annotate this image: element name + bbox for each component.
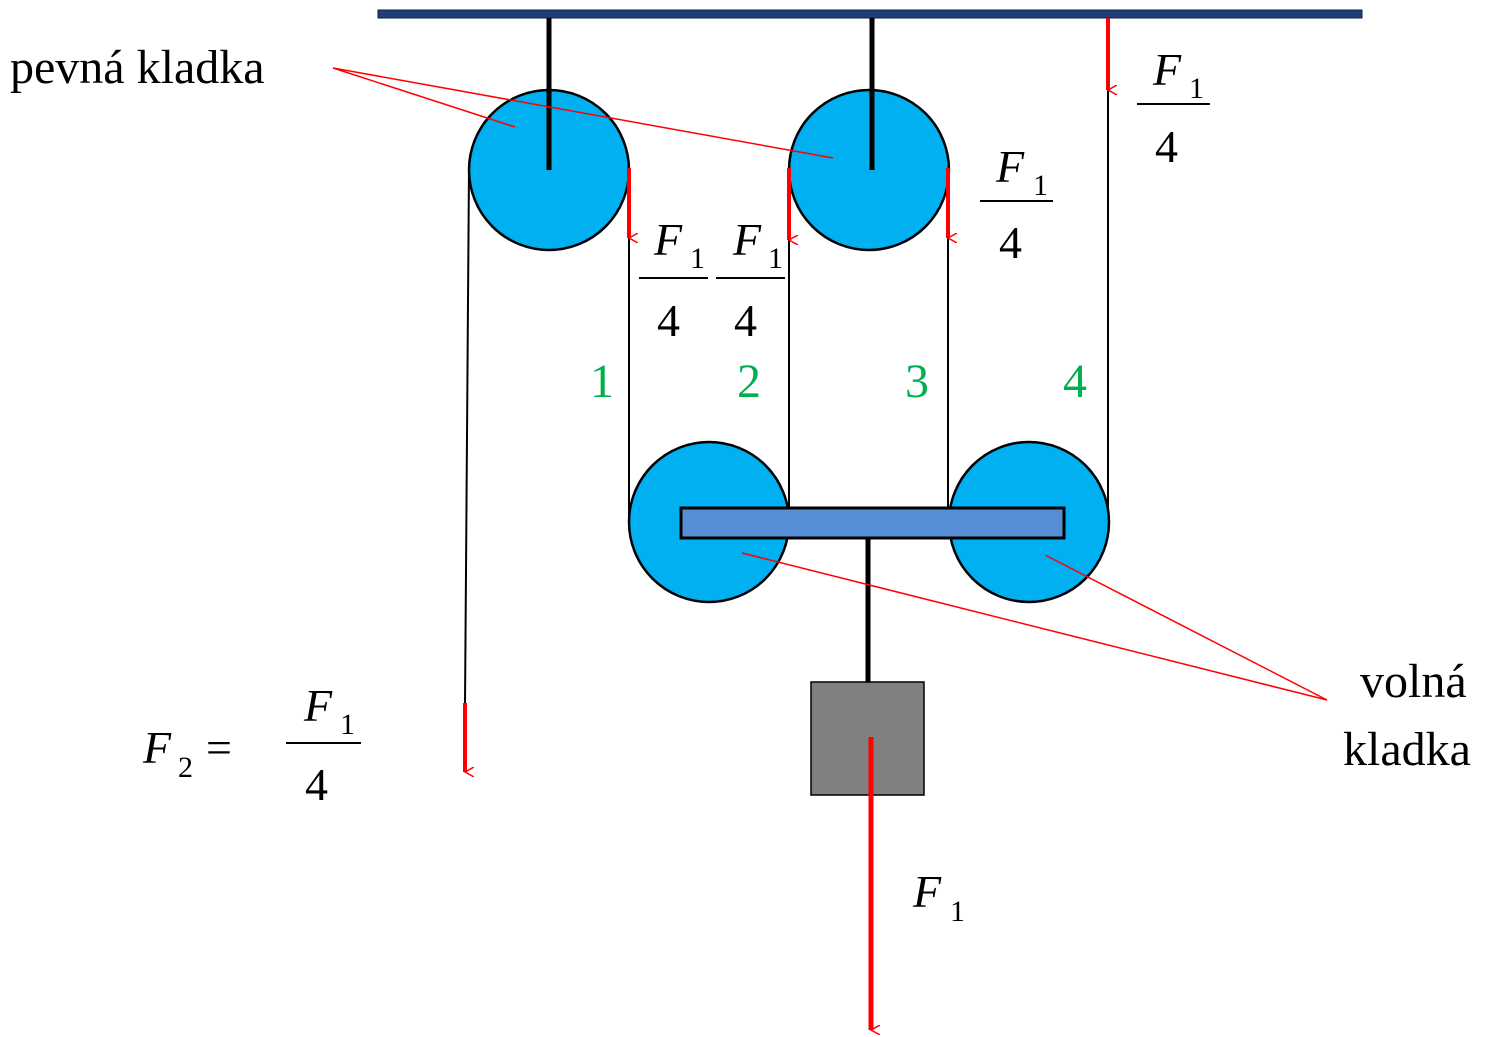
equation-f2-symbol: F [142, 722, 172, 773]
equation-f2-numerator-symbol: F [303, 680, 333, 731]
rope-pull-end [464, 167, 470, 706]
fraction-rope-3: F 1 4 [980, 141, 1053, 268]
fixed-pulley-label: pevná kladka [10, 41, 265, 94]
leader-free-right [1044, 554, 1328, 701]
free-pulley-label-line2: kladka [1343, 723, 1471, 776]
fraction-rope-1-symbol: F [653, 214, 683, 265]
fraction-rope-4: F 1 4 [1137, 44, 1210, 172]
fraction-rope-2-subscript: 1 [768, 242, 783, 275]
rope-number-3: 3 [905, 355, 929, 408]
fraction-rope-3-symbol: F [995, 141, 1025, 192]
rope-number-4: 4 [1063, 355, 1087, 408]
weight-block [810, 681, 925, 796]
equation-f2-denominator: 4 [305, 759, 328, 810]
label-f1-subscript: 1 [950, 895, 965, 928]
pulley-beam [679, 506, 1066, 540]
label-f1-symbol: F [912, 866, 942, 917]
equation-f2-subscript: 2 [178, 751, 193, 784]
fixed-pulley-right [787, 88, 951, 252]
free-pulley-label-line1: volná [1360, 655, 1467, 708]
leader-free-left [741, 552, 1328, 701]
equation-f2: F 2 = F 1 4 [142, 680, 361, 810]
equation-f2-numerator-subscript: 1 [340, 708, 355, 741]
leader-fixed-right [332, 67, 834, 159]
ceiling-bar [377, 9, 1363, 19]
fraction-rope-4-symbol: F [1152, 44, 1182, 95]
rope-number-1: 1 [590, 355, 614, 408]
fraction-rope-4-denominator: 4 [1155, 121, 1178, 172]
fraction-rope-2-denominator: 4 [734, 295, 757, 346]
fraction-rope-3-subscript: 1 [1033, 169, 1048, 202]
equation-f2-equals: = [206, 722, 232, 773]
fraction-rope-4-subscript: 1 [1189, 72, 1204, 105]
fraction-rope-1-denominator: 4 [657, 295, 680, 346]
fraction-rope-2-symbol: F [732, 214, 762, 265]
fraction-rope-1: F 1 4 [639, 214, 708, 346]
fraction-rope-3-denominator: 4 [999, 217, 1022, 268]
fraction-rope-1-subscript: 1 [690, 242, 705, 275]
fraction-rope-2: F 1 4 [716, 214, 785, 346]
leader-fixed-left [332, 67, 516, 128]
label-f1: F 1 [912, 866, 965, 928]
rope-number-2: 2 [737, 355, 761, 408]
